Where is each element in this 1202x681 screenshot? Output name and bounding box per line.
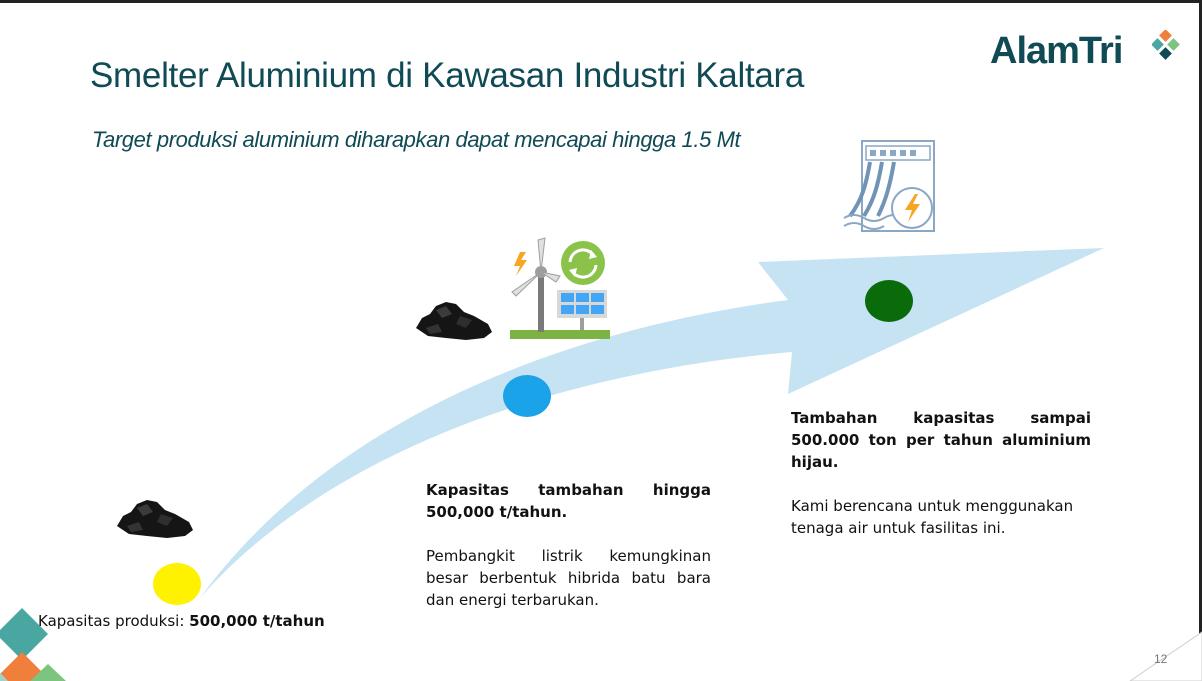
- window-border-right: [1199, 0, 1202, 681]
- stage-1-label-value: 500,000 t/tahun: [189, 612, 325, 630]
- stage-3-body-line2: tenaga air untuk fasilitas ini.: [791, 519, 1006, 537]
- stage-2-text: Kapasitas tambahan hingga 500,000 t/tahu…: [426, 479, 711, 611]
- renewable-energy-icon: [510, 237, 610, 339]
- coal-icon: [117, 500, 193, 538]
- growth-arrow: [200, 248, 1104, 598]
- company-logo-mark-icon: [1152, 30, 1180, 60]
- stage-2-heading-line2: 500,000 t/tahun.: [426, 503, 568, 521]
- stage-dot-3: [865, 280, 913, 322]
- corner-decoration: [0, 608, 66, 681]
- stage-2-body-line2: besar berbentuk hibrida batu bara: [426, 569, 711, 587]
- page-number: 12: [1154, 652, 1168, 666]
- stage-2-heading-line1: Kapasitas tambahan hingga: [426, 481, 711, 499]
- hydropower-dam-icon: [843, 140, 935, 232]
- stage-1-label-prefix: Kapasitas produksi:: [38, 612, 190, 630]
- slide-title: Smelter Aluminium di Kawasan Industri Ka…: [90, 56, 805, 95]
- stage-2-body-line3: dan energi terbarukan.: [426, 591, 599, 609]
- stage-3-text: Tambahan kapasitas sampai 500.000 ton pe…: [791, 407, 1091, 539]
- stage-dot-2: [503, 375, 551, 417]
- stage-3-heading-line3: hijau.: [791, 453, 839, 471]
- page-corner: [1129, 631, 1202, 681]
- window-border-top: [0, 0, 1202, 3]
- slide-subtitle: Target produksi aluminium diharapkan dap…: [92, 127, 741, 152]
- stage-3-body-line1: Kami berencana untuk menggunakan: [791, 497, 1074, 515]
- company-logo-text: AlamTri: [990, 30, 1123, 72]
- stage-3-heading-line2: 500.000 ton per tahun aluminium: [791, 431, 1091, 449]
- stage-3-heading-line1: Tambahan kapasitas sampai: [791, 409, 1091, 427]
- coal-icon: [416, 302, 492, 340]
- stage-dot-1: [153, 563, 201, 605]
- stage-1-label: Kapasitas produksi: 500,000 t/tahun: [38, 612, 325, 630]
- stage-2-body-line1: Pembangkit listrik kemungkinan: [426, 547, 711, 565]
